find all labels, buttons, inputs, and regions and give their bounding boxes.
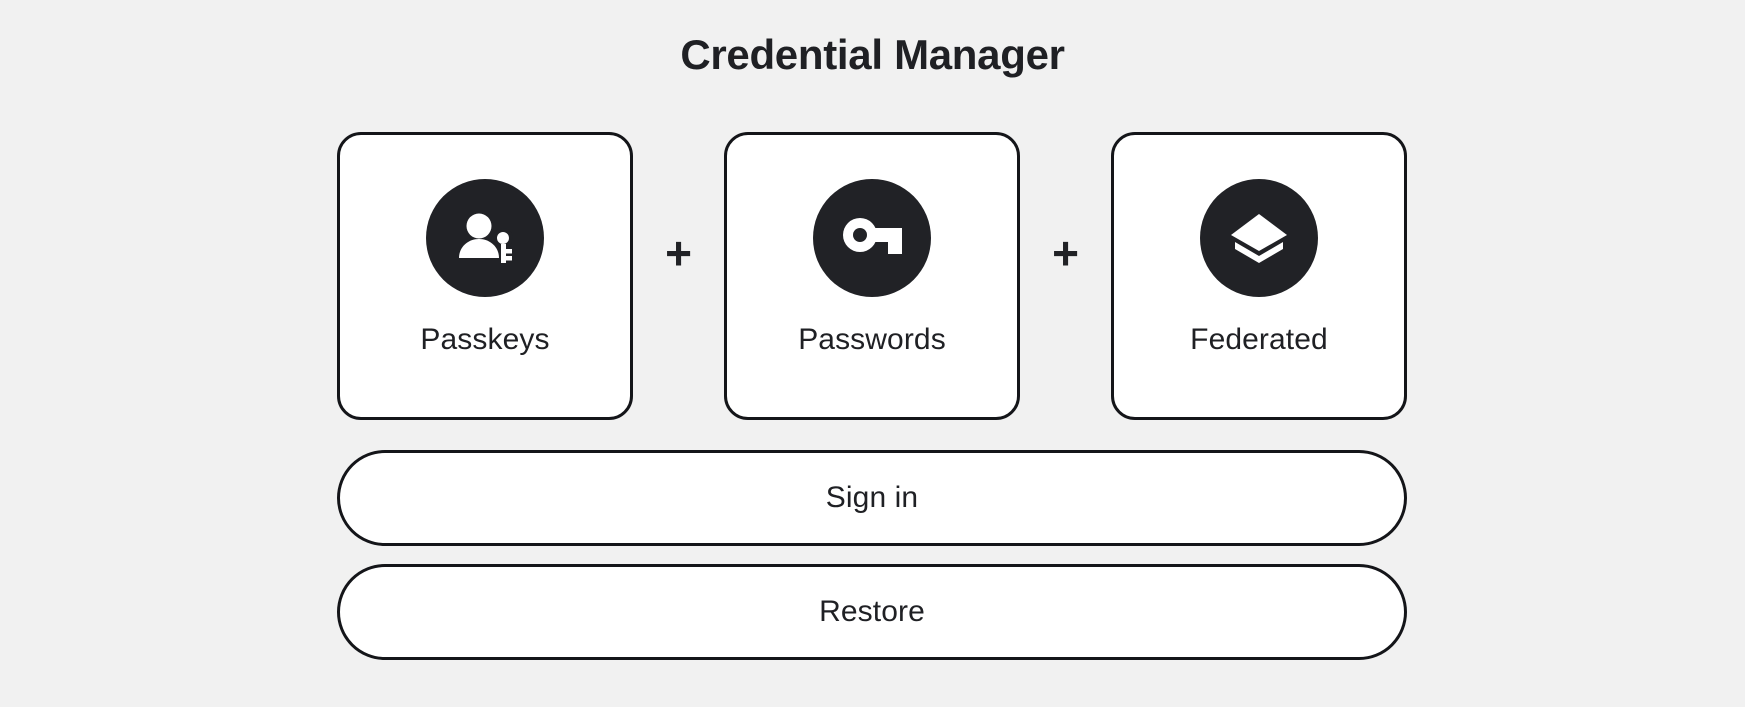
credential-card-label: Federated bbox=[1190, 323, 1328, 356]
key-icon bbox=[813, 179, 931, 297]
credential-card-passwords[interactable]: Passwords bbox=[724, 132, 1020, 420]
restore-button[interactable]: Restore bbox=[337, 564, 1407, 660]
credential-type-row: Passkeys + Passwords + bbox=[337, 132, 1407, 422]
credential-card-label: Passwords bbox=[798, 323, 946, 356]
credential-card-passkeys[interactable]: Passkeys bbox=[337, 132, 633, 420]
sign-in-button[interactable]: Sign in bbox=[337, 450, 1407, 546]
plus-separator-1: + bbox=[665, 227, 692, 279]
layers-icon bbox=[1200, 179, 1318, 297]
plus-separator-2: + bbox=[1052, 227, 1079, 279]
page-title: Credential Manager bbox=[680, 31, 1065, 78]
credential-card-label: Passkeys bbox=[420, 323, 550, 356]
person-key-icon bbox=[426, 179, 544, 297]
credential-card-federated[interactable]: Federated bbox=[1111, 132, 1407, 420]
